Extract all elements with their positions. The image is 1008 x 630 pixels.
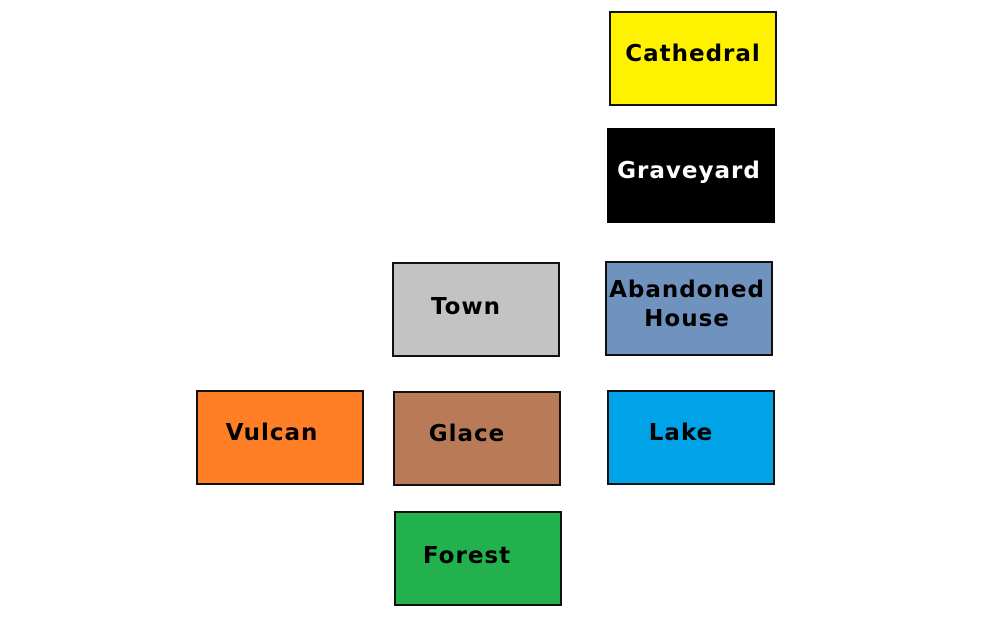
- room-label-graveyard: Graveyard: [617, 158, 761, 185]
- room-cathedral[interactable]: Cathedral: [609, 11, 777, 106]
- room-label-abandoned-house: Abandoned House: [609, 276, 765, 332]
- room-lake[interactable]: Lake: [607, 390, 775, 485]
- room-vulcan[interactable]: Vulcan: [196, 390, 364, 485]
- room-label-cathedral: Cathedral: [625, 41, 761, 68]
- room-glace[interactable]: Glace: [393, 391, 561, 486]
- room-label-lake: Lake: [648, 420, 714, 447]
- room-abandoned-house[interactable]: Abandoned House: [605, 261, 773, 356]
- room-graveyard[interactable]: Graveyard: [607, 128, 775, 223]
- room-label-town: Town: [430, 294, 502, 321]
- room-label-vulcan: Vulcan: [225, 420, 319, 447]
- room-label-forest: Forest: [422, 543, 512, 570]
- room-forest[interactable]: Forest: [394, 511, 562, 606]
- room-label-glace: Glace: [428, 421, 506, 448]
- room-town[interactable]: Town: [392, 262, 560, 357]
